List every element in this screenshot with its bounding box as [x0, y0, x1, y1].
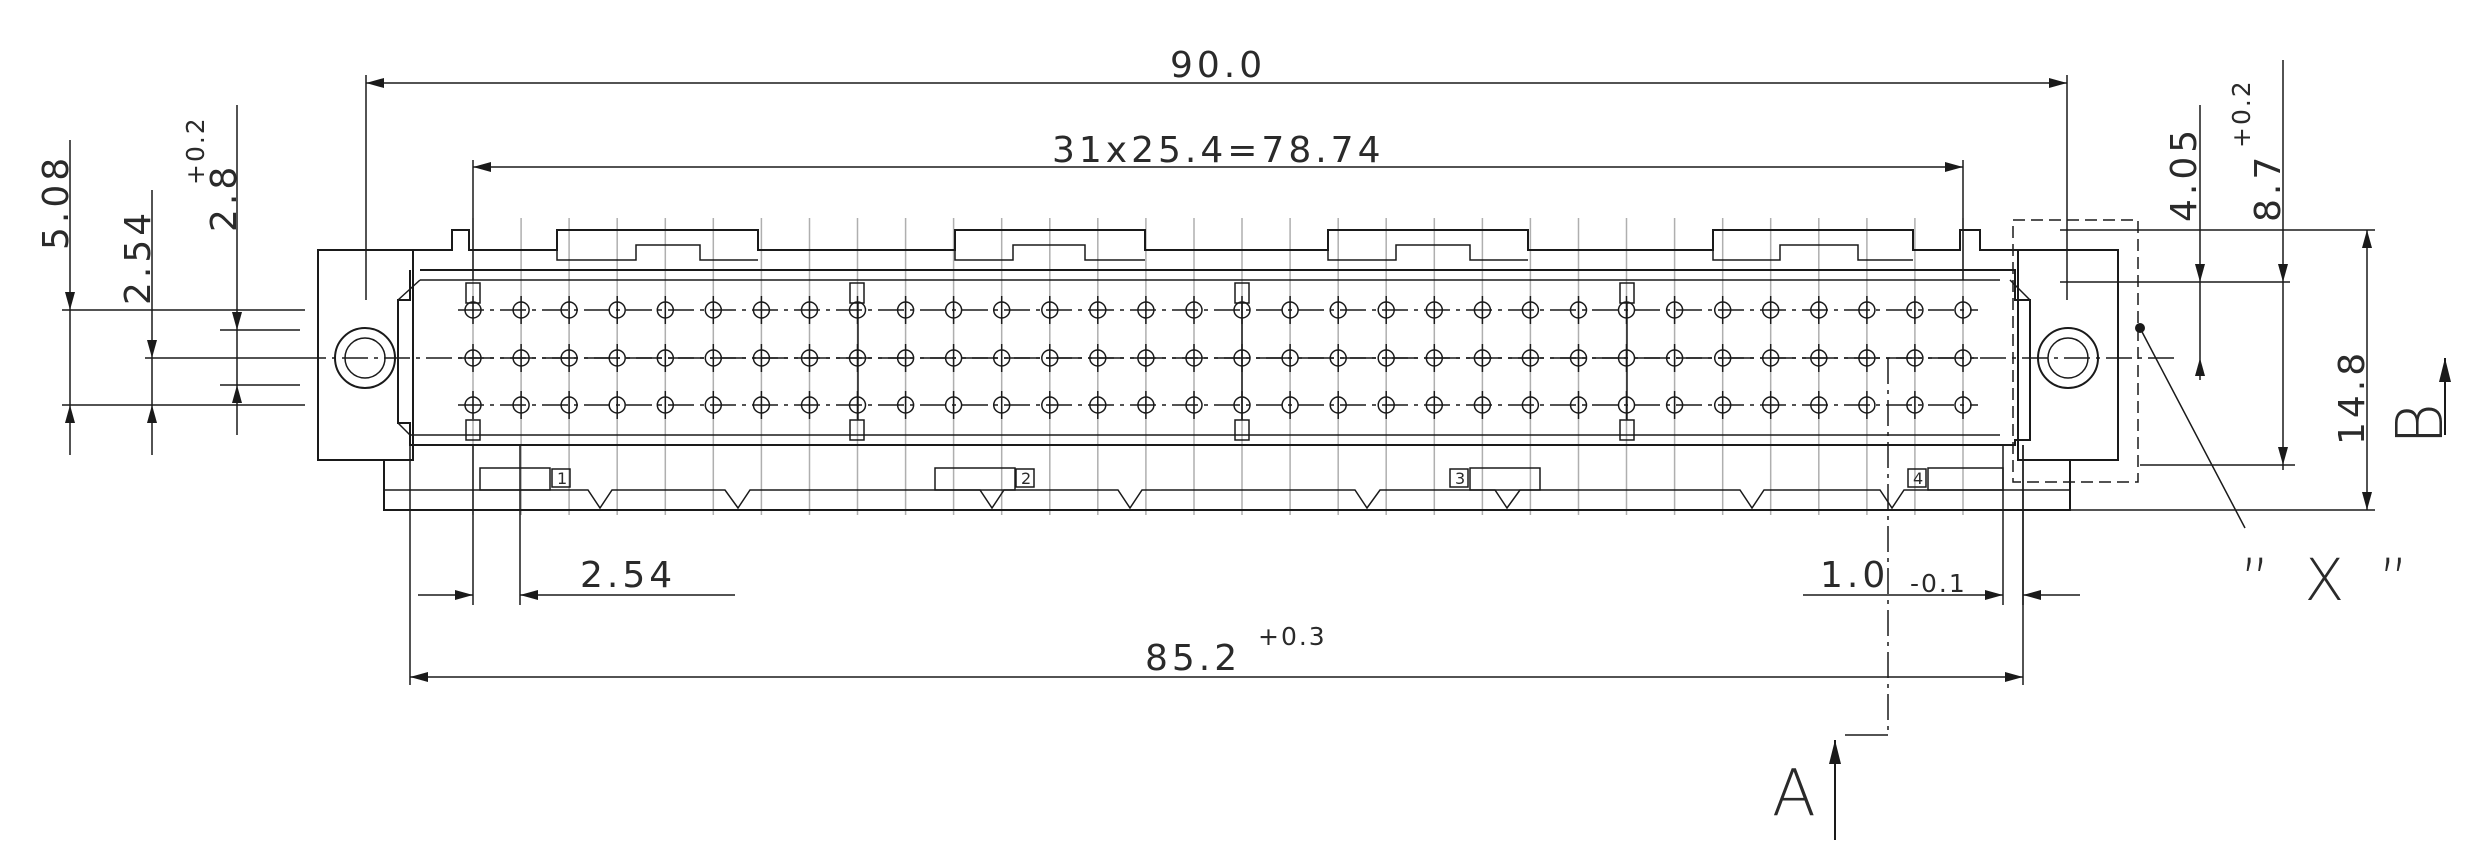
- body-height-tolerance: +0.2: [2227, 79, 2256, 148]
- section-marker-1: 1: [557, 469, 567, 488]
- pin-array: [458, 218, 1978, 515]
- row-spacing-label: 2.54: [118, 209, 159, 305]
- total-height-label: 14.8: [2332, 349, 2373, 445]
- slot-height-label: 2.8: [204, 163, 245, 232]
- dim-right-vertical: 4.05 8.7 +0.2 14.8: [2060, 60, 2375, 511]
- dim-left-vertical: 5.08 2.54 2.8 +0.2: [36, 105, 305, 455]
- view-a-marker: A: [1772, 740, 1841, 840]
- section-marker-3: 3: [1455, 469, 1465, 488]
- dim-inner-width: 85.2 +0.3: [409, 445, 2024, 685]
- view-b-marker: B: [2384, 358, 2458, 445]
- inner-width-tolerance: +0.3: [1258, 622, 1327, 651]
- pitch-span-label: 31x25.4=78.74: [1052, 130, 1385, 171]
- slot-height-tolerance: +0.2: [181, 116, 210, 185]
- flange-thickness-label: 1.0: [1820, 555, 1889, 596]
- overall-width-label: 90.0: [1170, 45, 1266, 86]
- inner-width-label: 85.2: [1145, 638, 1241, 679]
- detail-x-label: ” X ”: [2240, 546, 2417, 614]
- dim-overall-width: 90.0: [365, 45, 2068, 300]
- dim-flange-thickness: 1.0 -0.1: [1803, 445, 2080, 605]
- view-a-label: A: [1772, 757, 1816, 831]
- center-lines: [300, 357, 2180, 736]
- dim-pitch-span: 31x25.4=78.74: [472, 130, 1964, 280]
- flange-thickness-tolerance: -0.1: [1910, 569, 1967, 598]
- row-spacing-outer-label: 5.08: [36, 154, 77, 250]
- pitch-label: 2.54: [580, 555, 676, 596]
- body-height-label: 8.7: [2248, 153, 2289, 222]
- top-offset-label: 4.05: [2164, 126, 2205, 222]
- connector-body: [317, 229, 2119, 511]
- section-marker-2: 2: [1021, 469, 1031, 488]
- view-b-label: B: [2384, 403, 2458, 445]
- detail-x-callout: ” X ”: [2012, 219, 2417, 614]
- section-markers: 1 2 3 4: [551, 468, 1927, 488]
- dim-pitch: 2.54: [418, 445, 735, 605]
- section-marker-4: 4: [1913, 469, 1923, 488]
